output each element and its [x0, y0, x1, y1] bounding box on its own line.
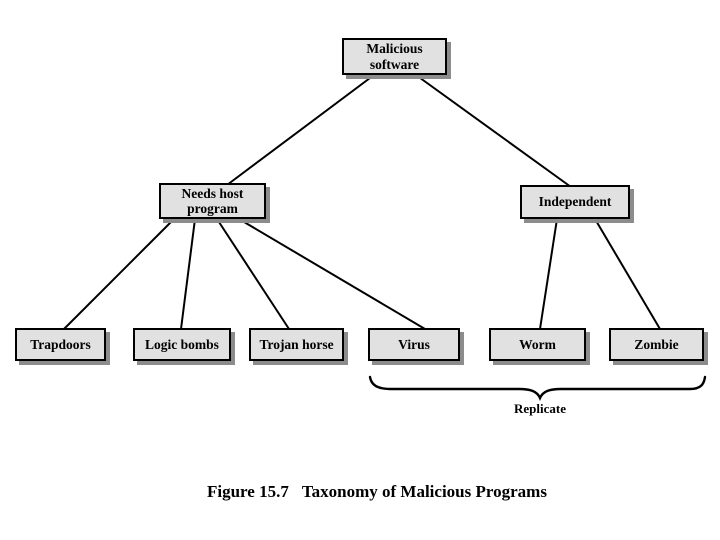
node-virus: Virus: [368, 328, 460, 361]
node-malicious-software: Malicious software: [342, 38, 447, 75]
replicate-brace: [368, 375, 707, 402]
edge-needs-host-to-trapdoors: [63, 218, 175, 330]
node-worm: Worm: [489, 328, 586, 361]
edge-independent-to-zombie: [594, 218, 661, 330]
edge-needs-host-to-logic-bombs: [180, 218, 196, 330]
figure-title: Taxonomy of Malicious Programs: [301, 482, 547, 501]
edge-independent-to-worm: [539, 218, 558, 330]
replicate-label: Replicate: [514, 401, 566, 416]
node-zombie: Zombie: [609, 328, 704, 361]
edge-malicious-to-needs-host: [226, 74, 375, 186]
node-trapdoors: Trapdoors: [15, 328, 106, 361]
node-independent: Independent: [520, 185, 630, 219]
edge-needs-host-to-trojan-horse: [216, 218, 290, 330]
edge-needs-host-to-virus: [238, 218, 426, 330]
node-needs-host-program: Needs host program: [159, 183, 266, 219]
edge-malicious-to-independent: [415, 74, 572, 188]
node-trojan-horse: Trojan horse: [249, 328, 344, 361]
node-logic-bombs: Logic bombs: [133, 328, 231, 361]
figure-caption: Figure 15.7 Taxonomy of Malicious Program…: [207, 482, 547, 502]
figure-number: Figure 15.7: [207, 482, 289, 501]
